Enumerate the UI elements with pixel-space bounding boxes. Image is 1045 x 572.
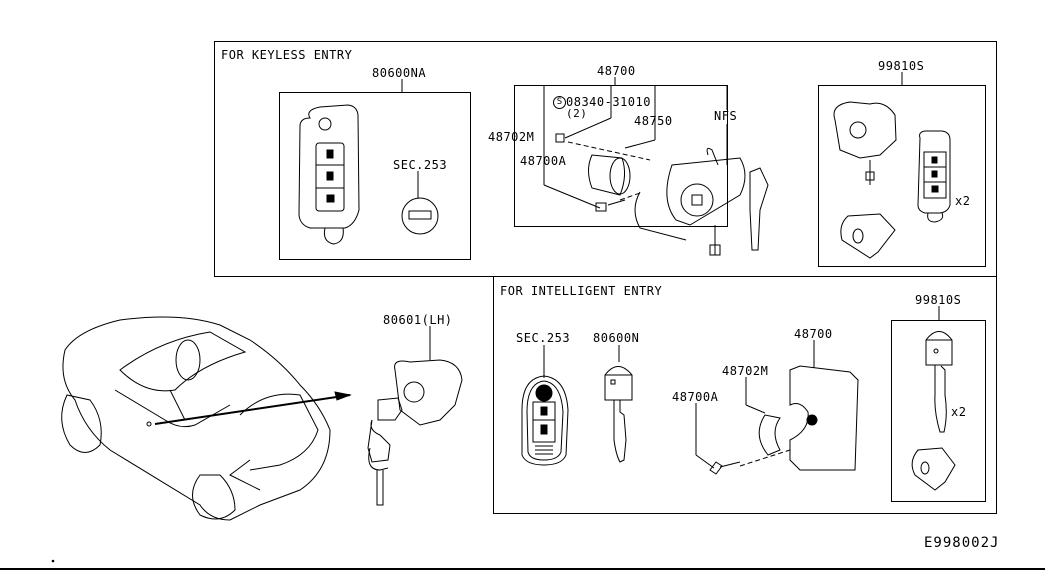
key-set-icon-keyless: [833, 101, 951, 259]
keyless-entry-title: FOR KEYLESS ENTRY: [221, 48, 353, 62]
sec-ref-label-keyless[interactable]: SEC.253: [393, 158, 448, 172]
part-label-99810S-intelligent[interactable]: 99810S: [915, 293, 962, 307]
quantity-x2-intelligent: x2: [951, 405, 967, 419]
smart-key-fob-icon: [521, 375, 569, 466]
part-label-08340-31010[interactable]: 08340-31010: [566, 95, 651, 109]
part-label-48700A-keyless[interactable]: 48700A: [520, 154, 567, 168]
part-label-99810S-keyless[interactable]: 99810S: [878, 59, 925, 73]
intelligent-entry-title: FOR INTELLIGENT ENTRY: [500, 284, 663, 298]
ignition-switch-intelligent-icon: [709, 365, 859, 475]
part-label-48700-keyless[interactable]: 48700: [597, 64, 636, 78]
drawing-number: E998002J: [924, 535, 1000, 551]
part-label-48700-intelligent[interactable]: 48700: [794, 327, 833, 341]
nfs-label: NFS: [714, 109, 738, 123]
part-label-48702M-intelligent[interactable]: 48702M: [722, 364, 769, 378]
door-lock-cylinder-icon: [367, 359, 463, 506]
sec-ref-label-intelligent[interactable]: SEC.253: [516, 331, 571, 345]
ignition-lock-assembly-icon: [555, 133, 769, 256]
coin-battery-icon: [401, 197, 439, 235]
location-arrow: [154, 391, 352, 425]
part-label-48702M-keyless[interactable]: 48702M: [488, 130, 535, 144]
part-label-80601LH[interactable]: 80601(LH): [383, 313, 453, 327]
emergency-key-icon: [604, 366, 633, 463]
stray-dot: [51, 559, 55, 563]
leader-lines-intelligent: [429, 306, 940, 469]
part-label-80600N[interactable]: 80600N: [593, 331, 640, 345]
part-label-80600NA[interactable]: 80600NA: [372, 66, 427, 80]
key-set-icon-intelligent: [911, 331, 956, 491]
part-label-48700A-intelligent[interactable]: 48700A: [672, 390, 719, 404]
remote-kit-box: [279, 92, 471, 260]
screw-quantity: (2): [566, 107, 588, 120]
leader-lines-keyless: [401, 72, 903, 209]
key-set-box-keyless: [818, 85, 986, 267]
bottom-border: [0, 568, 1045, 570]
key-set-box-intelligent: [891, 320, 986, 502]
quantity-x2-keyless: x2: [955, 194, 971, 208]
vehicle-outline-icon: [61, 316, 331, 521]
intelligent-entry-frame: [493, 276, 997, 514]
screw-symbol: S: [553, 96, 566, 109]
part-label-48750[interactable]: 48750: [634, 114, 673, 128]
flip-key-remote-icon: [298, 104, 360, 245]
